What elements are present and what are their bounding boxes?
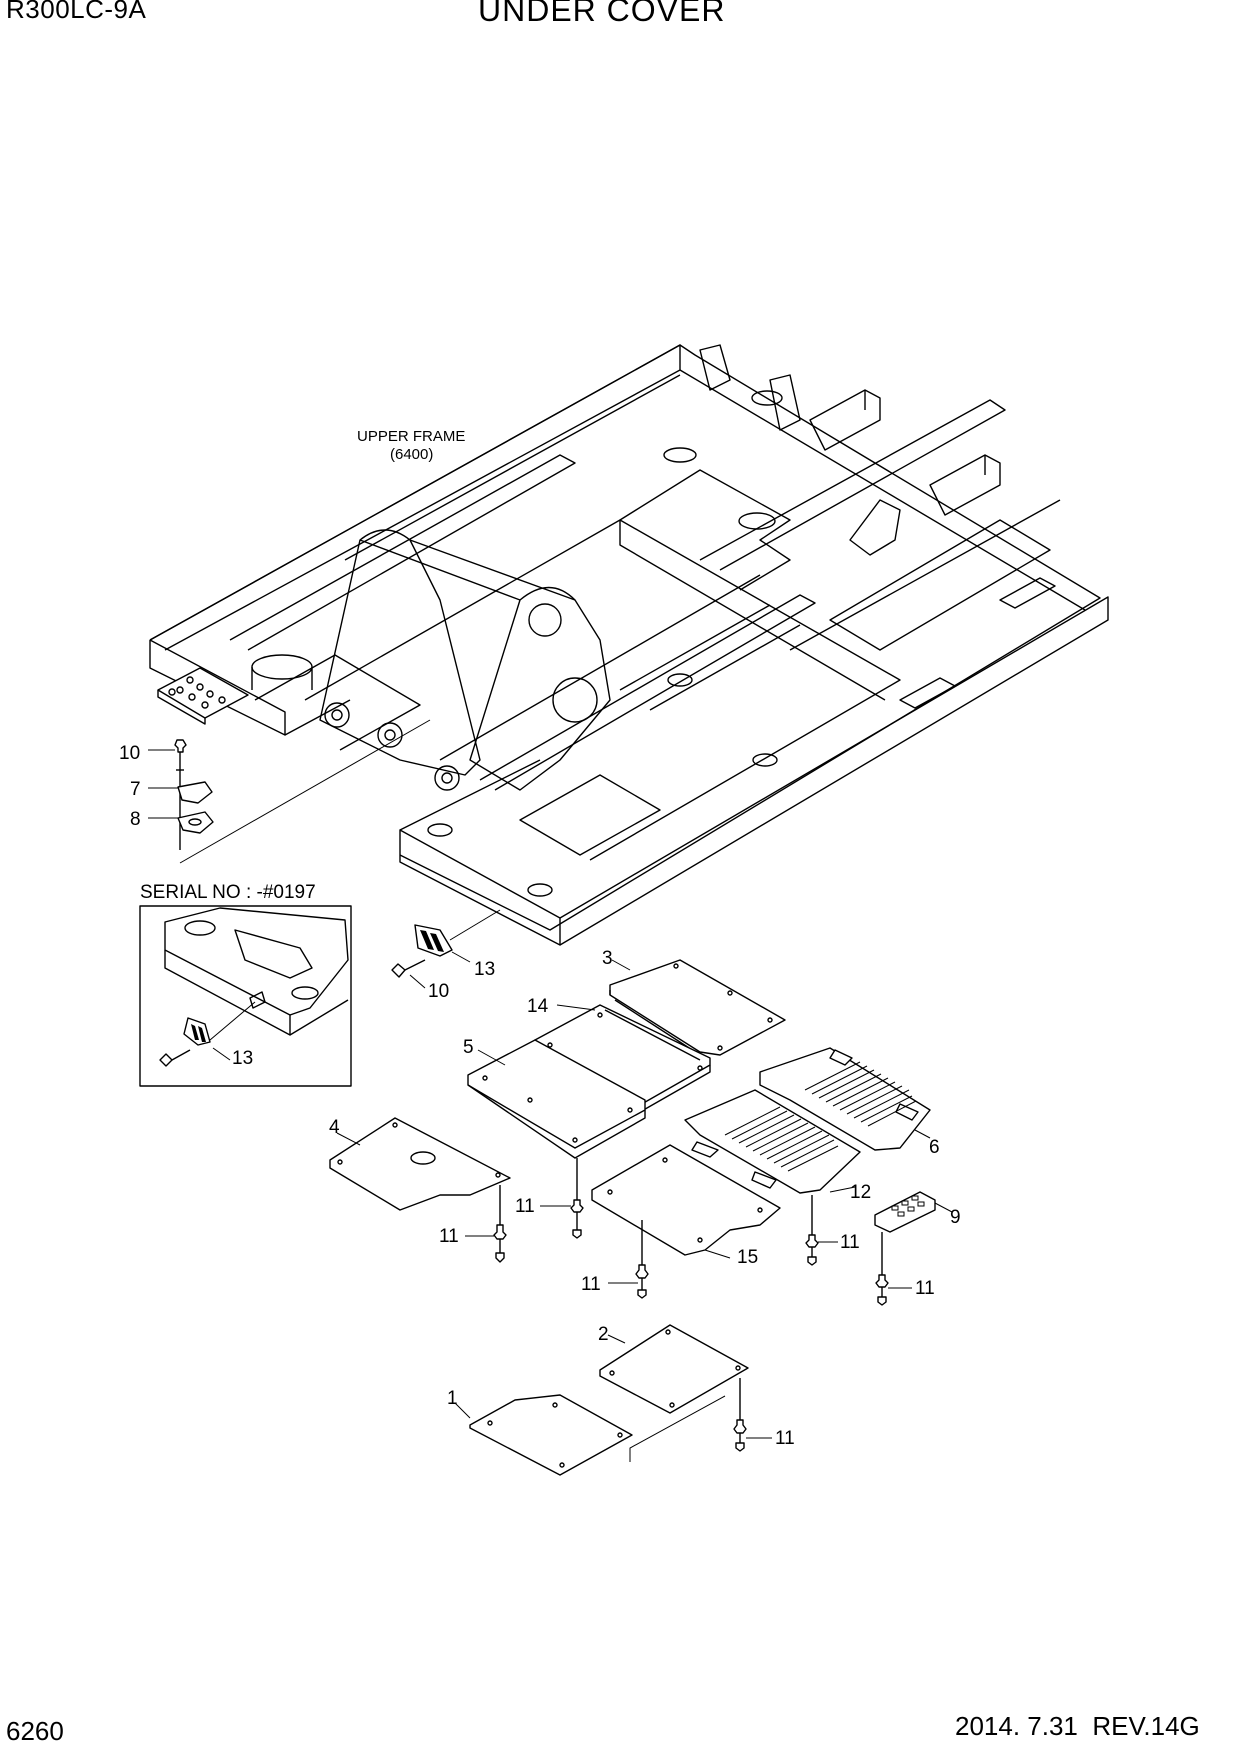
bolt-11-at-9 bbox=[875, 1274, 912, 1306]
callout-labels: 10 7 8 13 13 10 3 14 5 6 4 12 9 11 11 11… bbox=[119, 743, 961, 1449]
vent-slots-12 bbox=[724, 1106, 839, 1172]
frame-label-line2: (6400) bbox=[390, 446, 433, 463]
cover-plate-4 bbox=[329, 1117, 511, 1225]
callout-3: 3 bbox=[602, 948, 613, 969]
callout-8: 8 bbox=[130, 809, 141, 830]
callout-11-at-12: 11 bbox=[840, 1232, 860, 1253]
callout-11-at-5: 11 bbox=[515, 1196, 535, 1217]
callout-11-at-9: 11 bbox=[915, 1278, 935, 1299]
callout-5: 5 bbox=[463, 1037, 474, 1058]
bolt-11-at-5 bbox=[540, 1199, 584, 1239]
revision-date: 2014. 7.31 REV.14G bbox=[955, 1711, 1200, 1741]
vent-slots-6 bbox=[804, 1061, 917, 1127]
callout-7: 7 bbox=[130, 779, 141, 800]
inset-title: SERIAL NO : -#0197 bbox=[140, 882, 316, 903]
part-13-10-group bbox=[391, 909, 501, 989]
cover-plate-6 bbox=[759, 1047, 931, 1151]
callout-1: 1 bbox=[447, 1388, 458, 1409]
inset-box bbox=[139, 905, 352, 1087]
cover-plate-2 bbox=[599, 1324, 749, 1420]
cover-plate-1 bbox=[454, 1394, 726, 1476]
callout-4: 4 bbox=[329, 1117, 340, 1138]
callout-11-at-15: 11 bbox=[581, 1274, 601, 1295]
callout-13-inset: 13 bbox=[232, 1048, 253, 1069]
cover-plate-9 bbox=[874, 1191, 953, 1275]
part-7-8-10-group bbox=[148, 719, 431, 864]
callout-9: 9 bbox=[950, 1207, 961, 1228]
page-title: UNDER COVER bbox=[478, 0, 726, 28]
callout-2: 2 bbox=[598, 1324, 609, 1345]
page-number: 6260 bbox=[6, 1716, 64, 1746]
model-number: R300LC-9A bbox=[6, 0, 147, 24]
callout-10: 10 bbox=[119, 743, 140, 764]
callout-14: 14 bbox=[527, 996, 549, 1017]
inset-frame-drawing bbox=[159, 907, 349, 1067]
bolt-11-at-12 bbox=[805, 1234, 838, 1266]
bolt-11-at-2 bbox=[733, 1419, 772, 1452]
cover-plate-15 bbox=[591, 1144, 781, 1265]
callout-10-second: 10 bbox=[428, 981, 449, 1002]
callout-15: 15 bbox=[737, 1247, 758, 1268]
upper-frame-drawing bbox=[149, 344, 1109, 946]
bolt-11-at-15 bbox=[608, 1264, 649, 1299]
callout-6: 6 bbox=[929, 1137, 940, 1158]
callout-13: 13 bbox=[474, 959, 495, 980]
callout-11-at-2: 11 bbox=[775, 1428, 795, 1449]
cover-plate-12 bbox=[684, 1089, 861, 1235]
callout-12: 12 bbox=[850, 1182, 871, 1203]
callout-11-at-4: 11 bbox=[439, 1226, 459, 1247]
frame-label-line1: UPPER FRAME bbox=[357, 428, 465, 445]
bolt-11-at-4 bbox=[465, 1224, 507, 1263]
cover-plate-5 bbox=[467, 1039, 646, 1200]
